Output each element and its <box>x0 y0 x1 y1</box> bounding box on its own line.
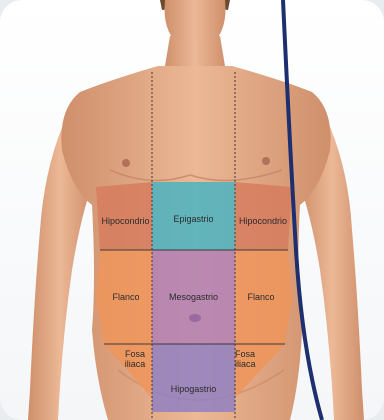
label-epigastric: Epigastrio <box>152 214 235 224</box>
label-iliac-left: Fosa iliaca <box>118 349 152 370</box>
right-nipple <box>262 157 270 165</box>
label-flank-left: Flanco <box>100 292 152 302</box>
label-hypogastric: Hipogastrio <box>152 384 235 394</box>
region-hypogastric <box>152 344 235 412</box>
label-iliac-right: Fosa iliaca <box>235 349 261 370</box>
left-nipple <box>122 159 130 167</box>
label-hypochondrium-left: Hipocondrio <box>99 216 152 226</box>
navel <box>189 314 201 322</box>
label-hypochondrium-right: Hipocondrio <box>235 216 291 226</box>
label-umbilical: Mesogastrio <box>152 292 235 302</box>
label-flank-right: Flanco <box>235 292 287 302</box>
